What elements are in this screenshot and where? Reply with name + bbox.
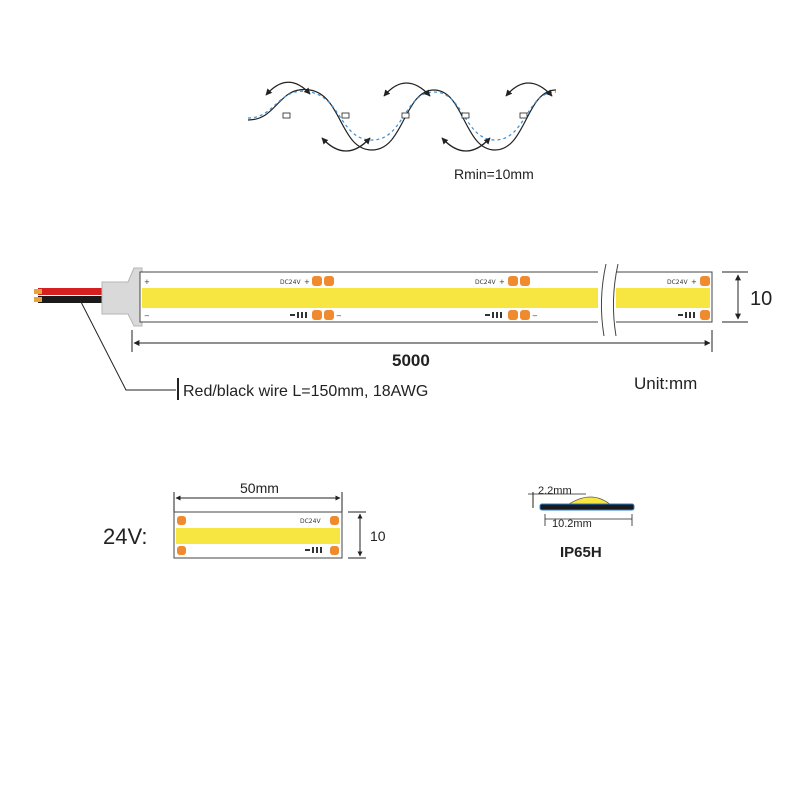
profile-height-label: 2.2mm: [538, 485, 572, 497]
bend-wave: [247, 89, 557, 151]
main-strip: DC24V + DC24V + DC24V + + − − − 10 5000 …: [34, 262, 772, 400]
segment-label-2: DC24V: [475, 279, 496, 286]
strip-width-label: 10: [750, 288, 772, 310]
profile-width-label: 10.2mm: [552, 518, 592, 530]
profile-base: [539, 503, 635, 511]
minus-label-2: −: [532, 312, 538, 320]
end-pads: [700, 276, 710, 320]
voltage-label: 24V:: [103, 524, 147, 549]
led-line-left: [142, 288, 602, 308]
wire-red: [38, 288, 108, 295]
profile-rating-label: IP65H: [560, 544, 602, 561]
cut-section: 24V: 50mm DC24V 10: [103, 480, 386, 559]
wire-leader: [79, 299, 176, 391]
unit-label: Unit:mm: [634, 374, 697, 393]
profile-section: 2.2mm 10.2mm IP65H: [528, 485, 635, 561]
segment-label-3: DC24V: [667, 279, 688, 286]
strip-length-label: 5000: [392, 351, 430, 370]
plus-label-1: +: [304, 278, 310, 286]
connector-boot: [101, 267, 143, 327]
bend-diagram: Rmin=10mm: [247, 81, 557, 182]
bend-radius-label: Rmin=10mm: [454, 166, 534, 182]
minus-label-1: −: [336, 312, 342, 320]
led-line-right: [612, 288, 710, 308]
cut-pads-2: [508, 276, 530, 320]
wire-black: [38, 296, 108, 303]
plus-label-start: +: [144, 278, 150, 286]
cut-segment-label: DC24V: [300, 518, 321, 525]
cut-pads-1: [312, 276, 334, 320]
plus-label-3: +: [691, 278, 697, 286]
cut-length-label: 50mm: [240, 480, 279, 496]
cut-width-label: 10: [370, 528, 386, 544]
plus-label-2: +: [499, 278, 505, 286]
minus-label-start: −: [144, 312, 150, 320]
cut-led-line: [176, 528, 340, 544]
segment-label-1: DC24V: [280, 279, 301, 286]
wire-label: Red/black wire L=150mm, 18AWG: [183, 383, 428, 400]
